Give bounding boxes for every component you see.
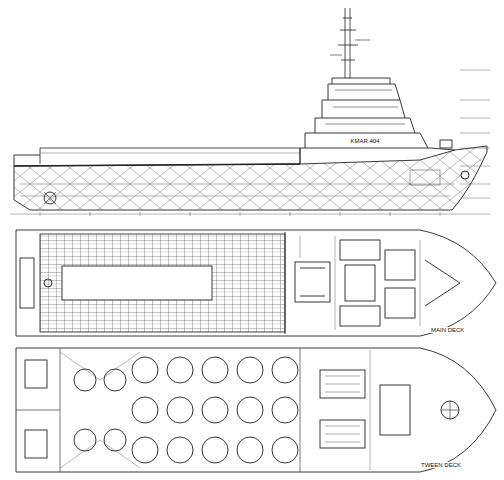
tank-circle [237,357,263,383]
deck-title: MAIN DECK [430,327,465,333]
ship-name: KMAR 404 [349,138,380,144]
tank-circle [202,357,228,383]
tank-circle [132,437,158,463]
tank-circle [132,397,158,423]
tank-circle [74,369,96,391]
tank-circle [132,357,158,383]
tank-circle [74,429,96,451]
tank-circle [104,369,126,391]
tank-circle [202,397,228,423]
tank-circle [167,397,193,423]
tank-circle [167,437,193,463]
tank-circle [272,437,298,463]
tank-circle [237,437,263,463]
tank-circle [272,357,298,383]
tank-circle [104,429,126,451]
profile-view [10,8,490,216]
tank-circle [202,437,228,463]
tank-circle [272,397,298,423]
tween-deck-plan [16,348,496,472]
main-deck-plan [16,230,496,336]
tank-circle [237,397,263,423]
deck-title: TWEEN DECK [420,462,462,468]
tank-circle [167,357,193,383]
